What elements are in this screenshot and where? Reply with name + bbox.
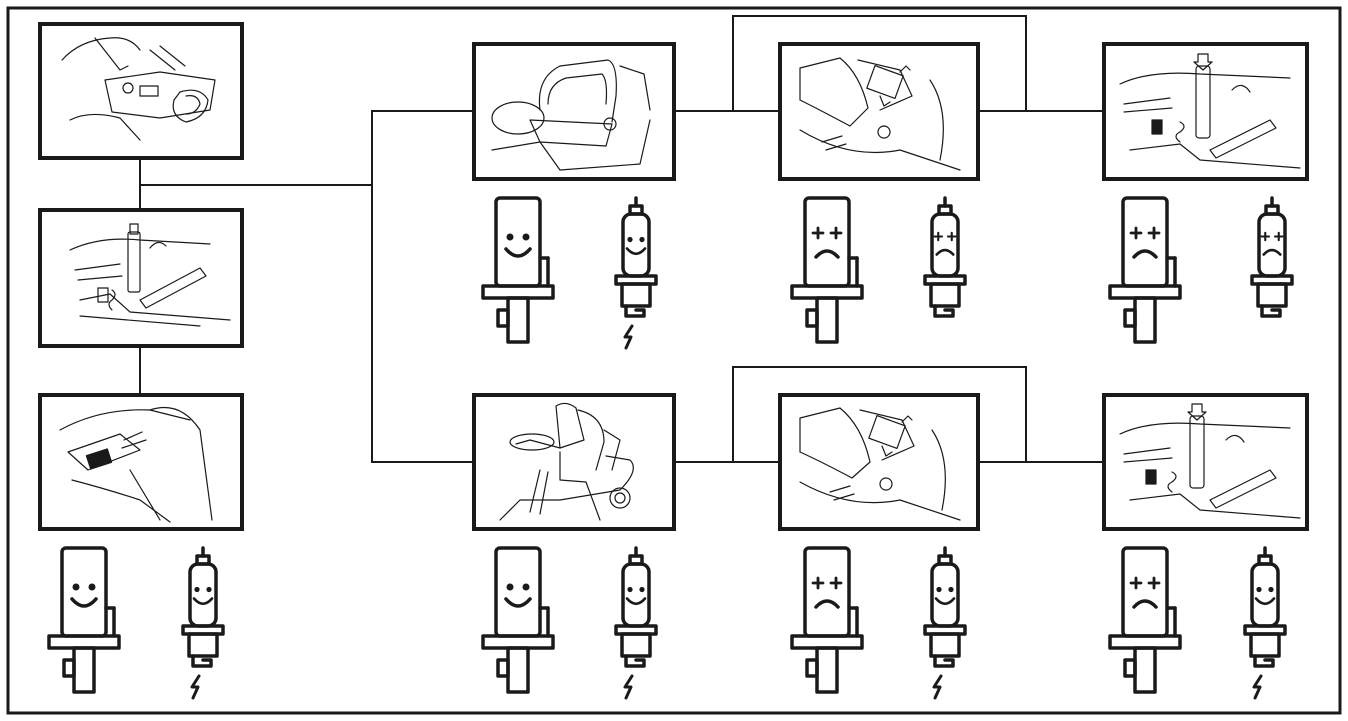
connector-lines [139, 15, 1104, 463]
step-bottom-lead-tester [1102, 393, 1309, 531]
step-ignition-key [38, 22, 244, 160]
spark-plug-lead-check-icon [69, 223, 231, 327]
ignition-switch-closeup-icon [59, 406, 213, 523]
step-top-lead-tester [1102, 42, 1309, 181]
step-bottom-operator-seated [472, 393, 676, 531]
operator-seated-icon [499, 402, 634, 521]
spark-plug-lead-tester-icon [1119, 403, 1301, 519]
spark-plug-lead-tester-icon [1119, 53, 1301, 169]
step-bottom-seat-switch [778, 393, 980, 531]
hand-turning-ignition-key-icon [61, 37, 216, 141]
step-top-seat-switch [778, 42, 980, 181]
step-top-seat-empty [472, 42, 676, 181]
step-ignition-switch [38, 393, 244, 531]
step-spark-plug-lead [38, 208, 244, 348]
seat-switch-closeup-icon [799, 57, 961, 171]
seat-operator-absent-icon [491, 59, 651, 171]
seat-switch-closeup-icon [799, 407, 961, 521]
